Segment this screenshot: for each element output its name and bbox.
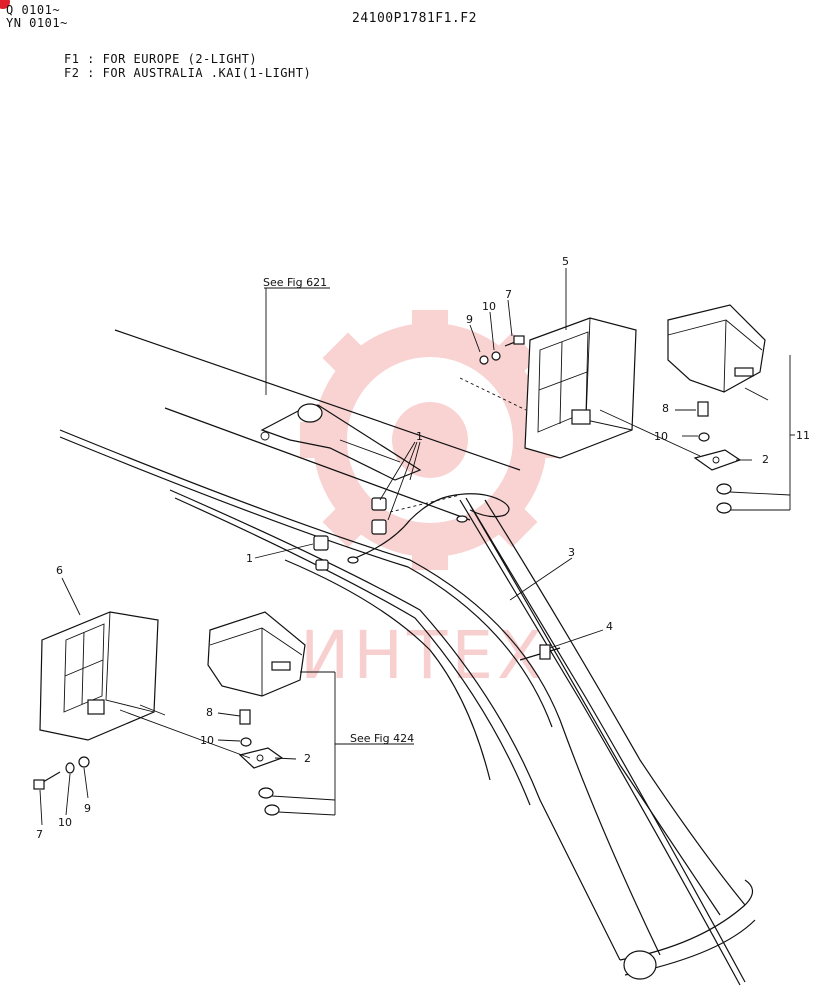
callout-11: 11: [796, 429, 810, 442]
mounting-stay-right: [599, 355, 791, 514]
callout-7: 7: [505, 288, 512, 301]
callout-8: 8: [206, 706, 213, 719]
status-dot: [0, 0, 10, 9]
bolt-set-right: [479, 335, 525, 365]
bolt-set-left: [33, 756, 90, 790]
document-number: 24100P1781F1.F2: [352, 11, 477, 26]
watermark-logo: [300, 310, 560, 570]
mounting-bracket: [260, 403, 422, 481]
callout-1: 1: [246, 552, 253, 565]
callout-1: 1: [416, 430, 423, 443]
callout-9: 9: [466, 313, 473, 326]
see-fig-621-label: See Fig 621: [263, 276, 327, 289]
variant-note-f1: F1 : FOR EUROPE (2-LIGHT): [64, 52, 258, 66]
callout-7: 7: [36, 828, 43, 841]
callout-6: 6: [56, 564, 63, 577]
see-fig-424-label: See Fig 424: [350, 732, 414, 745]
callout-10: 10: [58, 816, 72, 829]
light-guard-right: [459, 317, 637, 459]
watermark-text: ИНТЕХ: [300, 617, 546, 694]
work-lamp-left: [207, 611, 306, 697]
cable-tie: [519, 644, 561, 661]
callout-5: 5: [562, 255, 569, 268]
callout-4: 4: [606, 620, 613, 633]
callout-3: 3: [568, 546, 575, 559]
callout-2: 2: [304, 752, 311, 765]
callout-2: 2: [762, 453, 769, 466]
variant-note-f2: F2 : FOR AUSTRALIA .KAI(1-LIGHT): [64, 66, 312, 80]
callout-10: 10: [200, 734, 214, 747]
leader-lines: [39, 268, 795, 826]
work-lamp-right: [667, 304, 769, 401]
boom-structure: [59, 329, 756, 980]
light-guard-left: [39, 611, 159, 741]
callout-9: 9: [84, 802, 91, 815]
callout-10: 10: [482, 300, 496, 313]
wire-clips: [313, 497, 387, 571]
mounting-stay-left: [119, 671, 336, 816]
serial-range-1: Q 0101~: [6, 3, 61, 17]
serial-range-2: YN 0101~: [6, 16, 68, 30]
callout-numbers: 1 1 2 2 3 4 5 6 7 7 8 8 9 9 10 10 10 10 …: [36, 255, 810, 841]
callout-10: 10: [654, 430, 668, 443]
wiring-harness: [347, 493, 746, 986]
callout-8: 8: [662, 402, 669, 415]
